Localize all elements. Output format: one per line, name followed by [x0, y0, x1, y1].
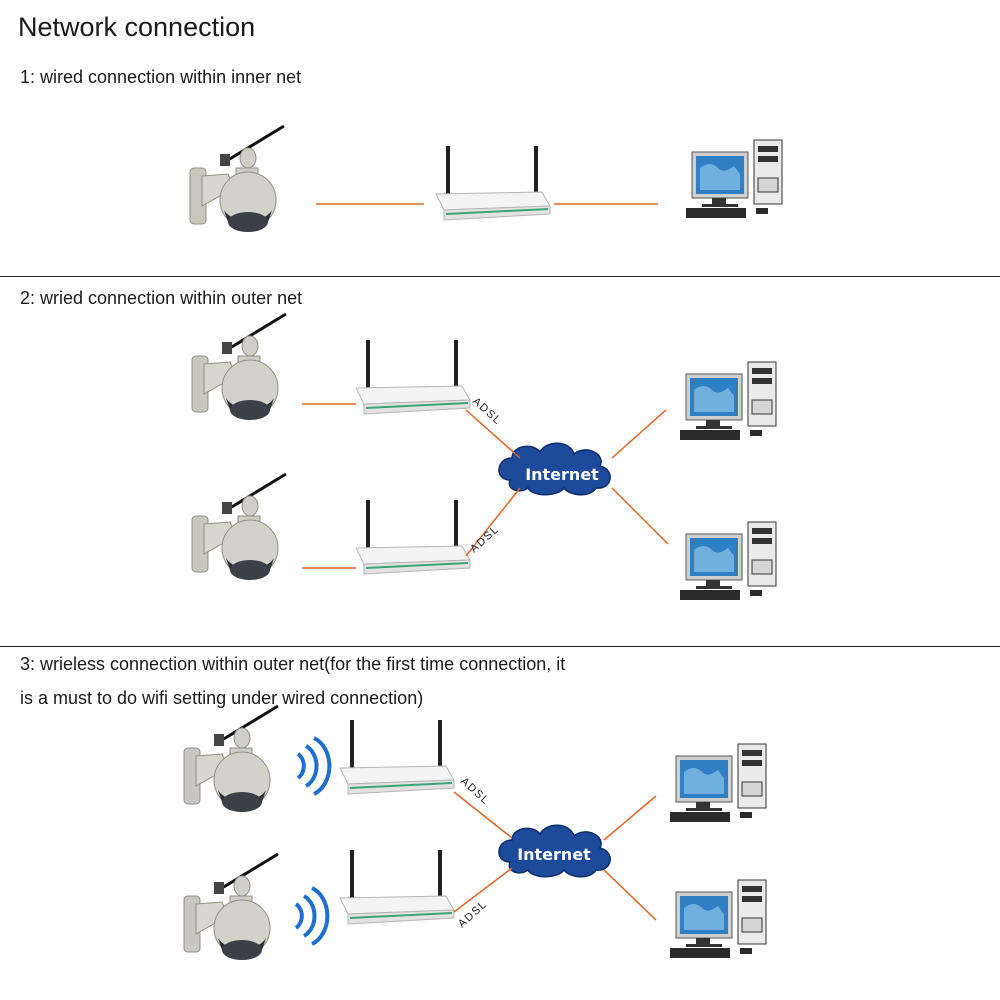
section-2-diagram: ADSL ADSL Internet: [190, 312, 777, 601]
desktop-computer-icon: [685, 139, 783, 219]
adsl-label: ADSL: [470, 395, 504, 427]
adsl-label: ADSL: [468, 523, 502, 555]
adsl-label: ADSL: [456, 898, 490, 930]
adsl-label: ADSL: [458, 775, 492, 807]
desktop-computer-icon: [669, 743, 767, 823]
wifi-signal-icon: [296, 736, 332, 796]
page-title: Network connection: [18, 12, 256, 42]
section-1-diagram: [188, 124, 783, 234]
section-1-caption: 1: wired connection within inner net: [20, 67, 302, 87]
ip-camera-icon: [182, 704, 280, 814]
internet-link: [603, 795, 657, 841]
internet-link: [603, 869, 657, 921]
internet-label: Internet: [517, 845, 591, 864]
internet-link: [611, 487, 669, 545]
adsl-link: [453, 791, 513, 839]
router-icon: [355, 339, 471, 415]
section-3-caption-line2: is a must to do wifi setting under wired…: [20, 688, 424, 708]
ip-camera-icon: [190, 312, 288, 422]
adsl-link: [465, 487, 521, 557]
desktop-computer-icon: [679, 521, 777, 601]
router-icon: [435, 145, 551, 221]
wifi-signal-icon: [294, 886, 330, 946]
section-2-caption: 2: wried connection within outer net: [20, 288, 303, 308]
desktop-computer-icon: [669, 879, 767, 959]
internet-link: [611, 409, 667, 459]
router-icon: [355, 499, 471, 575]
ip-camera-icon: [182, 852, 280, 962]
section-3-diagram: ADSL ADSL Internet: [182, 704, 767, 962]
adsl-link: [465, 409, 521, 459]
section-divider: [0, 646, 1000, 647]
internet-label: Internet: [525, 465, 599, 484]
router-icon: [339, 719, 455, 795]
desktop-computer-icon: [679, 361, 777, 441]
adsl-link: [453, 867, 513, 913]
router-icon: [339, 849, 455, 925]
ip-camera-icon: [188, 124, 286, 234]
ip-camera-icon: [190, 472, 288, 582]
section-divider: [0, 276, 1000, 277]
section-3-caption-line1: 3: wrieless connection within outer net(…: [20, 654, 566, 674]
